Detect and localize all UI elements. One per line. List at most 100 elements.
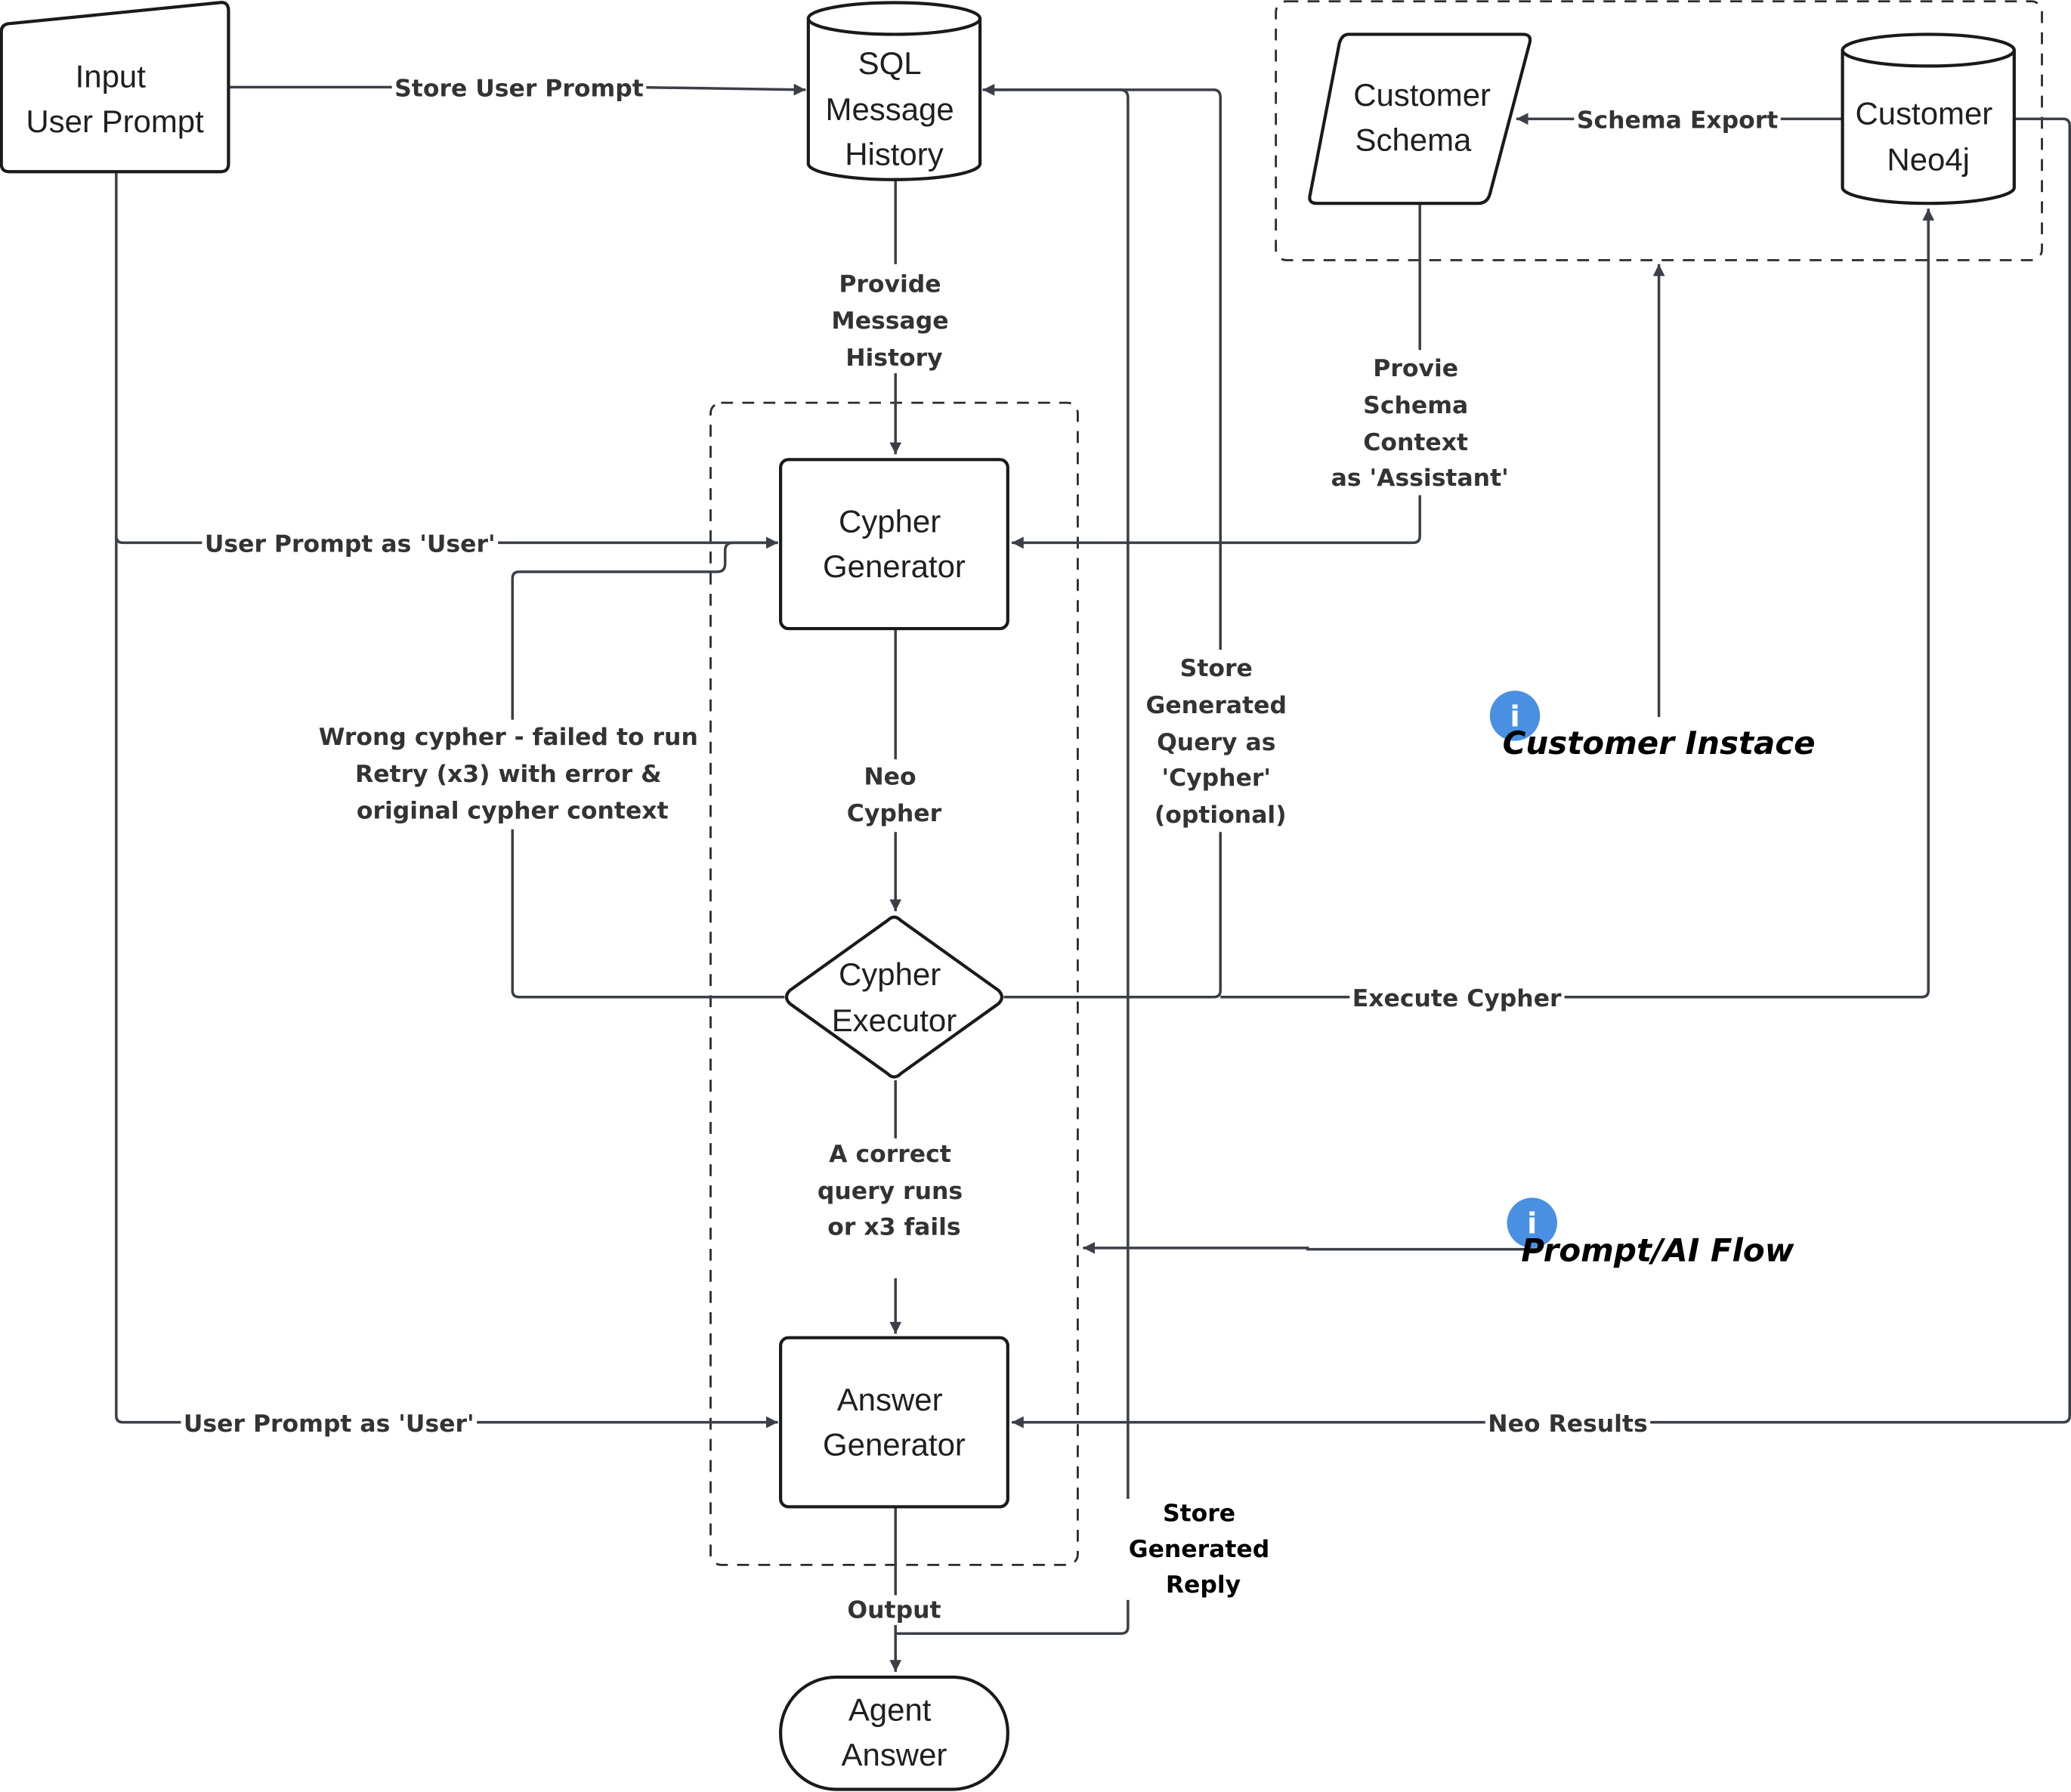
- agent-answer-node[interactable]: [779, 1675, 1009, 1791]
- label-background: [391, 73, 647, 104]
- label-background: [202, 529, 499, 560]
- label-line: Generated: [1146, 692, 1287, 719]
- neo-results-label: Neo Results: [1488, 1410, 1647, 1438]
- edge-user-prompt-to-answer: [115, 536, 778, 1423]
- customer-neo4j-label: Customer Neo4j: [1855, 95, 2001, 177]
- schema-export-label: Schema Export: [1577, 107, 1778, 134]
- user-prompt-to-answer-label: User Prompt as 'User': [184, 1410, 474, 1438]
- label-line: query runs: [818, 1178, 963, 1205]
- edge-store-generated-query: [983, 90, 1222, 999]
- customer-schema-node[interactable]: [1308, 32, 1532, 205]
- info-icon-glyph: i: [1527, 1207, 1537, 1241]
- connectors: [115, 87, 2071, 1672]
- label-line: Neo4j: [1887, 141, 1970, 177]
- label-line: Store: [1163, 1500, 1235, 1528]
- output-label: Output: [847, 1596, 941, 1624]
- answer-generator-node[interactable]: [779, 1336, 1009, 1509]
- label-line: Provie: [1373, 355, 1458, 382]
- execute-cypher-label: Execute Cypher: [1352, 985, 1562, 1012]
- label-line: Context: [1363, 429, 1468, 456]
- user-prompt-to-cypher-label: User Prompt as 'User': [205, 531, 496, 558]
- label-line: Customer: [1855, 95, 1992, 131]
- label-background: [1143, 653, 1298, 830]
- prompt-ai-flow-note-text: Prompt/AI Flow: [1521, 1231, 1794, 1268]
- label-line: or x3 fails: [827, 1213, 960, 1240]
- label-line: Query as: [1157, 729, 1275, 756]
- label-line: Store User Prompt: [394, 76, 644, 103]
- sql-message-history-label: SQL Message History: [826, 45, 963, 172]
- edge-store-user-prompt: [228, 87, 805, 89]
- provide-schema-context-label: Provie Schema Context as 'Assistant': [1331, 355, 1509, 492]
- label-background: [1349, 984, 1565, 1014]
- label-line: as 'Assistant': [1331, 465, 1509, 492]
- neo-cypher-label: Neo Cypher: [847, 763, 942, 827]
- label-line: Customer: [1353, 77, 1491, 113]
- label-line: Wrong cypher - failed to run: [319, 724, 698, 751]
- label-line: Retry (x3) with error &: [355, 761, 662, 788]
- customer-neo4j-node[interactable]: [1841, 32, 2016, 205]
- label-background: [1485, 1409, 1651, 1439]
- cypher-generator-label: Cypher Generator: [823, 503, 966, 583]
- label-line: Generator: [823, 1426, 966, 1462]
- edge-provide-schema-context: [1012, 204, 1421, 542]
- store-generated-query-label: Store Generated Query as 'Cypher' (optio…: [1146, 655, 1295, 829]
- label-line: User Prompt: [26, 104, 204, 139]
- label-background: [1328, 354, 1512, 494]
- cypher-generator-node[interactable]: [779, 458, 1009, 631]
- label-line: Output: [847, 1596, 941, 1624]
- cypher-executor-node[interactable]: [784, 915, 1004, 1079]
- prompt-ai-flow-note: i Prompt/AI Flow: [1507, 1197, 1794, 1268]
- label-line: original cypher context: [357, 798, 669, 825]
- label-background: [844, 1595, 944, 1626]
- customer-instance-note-text: Customer Instace: [1503, 725, 1816, 762]
- label-line: SQL: [858, 45, 922, 81]
- label-line: 'Cypher': [1161, 765, 1271, 792]
- store-user-prompt-label: Store User Prompt: [394, 76, 644, 103]
- customer-instance-note: i Customer Instace: [1489, 691, 1816, 762]
- label-line: Cypher: [847, 800, 942, 827]
- label-line: User Prompt as 'User': [184, 1410, 474, 1438]
- label-line: Schema Export: [1577, 107, 1778, 134]
- input-node[interactable]: [0, 1, 230, 174]
- sql-message-history-node[interactable]: [806, 1, 982, 181]
- label-line: Neo Results: [1488, 1410, 1647, 1438]
- edge-user-prompt-to-cypher: [115, 171, 778, 542]
- label-background: [181, 1409, 478, 1439]
- label-line: Message: [831, 307, 948, 335]
- label-line: History: [845, 344, 943, 372]
- label-line: Input: [76, 58, 147, 94]
- label-line: Answer: [837, 1382, 943, 1417]
- label-background: [1126, 1498, 1281, 1600]
- correct-query-label: A correct query runs or x3 fails: [818, 1141, 971, 1240]
- label-line: Neo: [864, 763, 916, 790]
- label-line: A correct: [829, 1141, 951, 1168]
- label-line: Cypher: [839, 503, 941, 539]
- answer-generator-label: Answer Generator: [823, 1382, 966, 1462]
- label-line: Message: [826, 91, 954, 127]
- store-generated-reply-label: Store Generated Reply: [1129, 1500, 1278, 1599]
- label-line: Reply: [1166, 1571, 1241, 1599]
- input-node-label: Input User Prompt: [26, 58, 204, 138]
- provide-message-history-label: Provide Message History: [831, 270, 957, 372]
- label-line: Cypher: [839, 956, 941, 992]
- label-background: [316, 722, 709, 826]
- label-line: Generator: [823, 548, 966, 584]
- label-background: [1574, 105, 1781, 136]
- label-line: History: [845, 136, 944, 171]
- label-background: [828, 269, 960, 373]
- label-line: Provide: [839, 270, 941, 298]
- label-line: Schema: [1363, 392, 1468, 419]
- edge-prompt-ai-flow-note: [1083, 1241, 1539, 1254]
- label-background: [814, 1139, 974, 1243]
- label-line: Agent: [848, 1692, 932, 1728]
- label-line: Execute Cypher: [1352, 985, 1562, 1012]
- edge-store-generated-reply: [895, 88, 1130, 1635]
- info-icon: [1489, 691, 1541, 741]
- edge-wrong-cypher-retry: [511, 542, 784, 999]
- agent-answer-label: Agent Answer: [842, 1692, 947, 1772]
- label-line: Store: [1180, 655, 1253, 682]
- info-icon-glyph: i: [1510, 700, 1519, 734]
- cypher-executor-label: Cypher Executor: [832, 956, 957, 1038]
- customer-schema-label: Customer Schema: [1353, 77, 1499, 157]
